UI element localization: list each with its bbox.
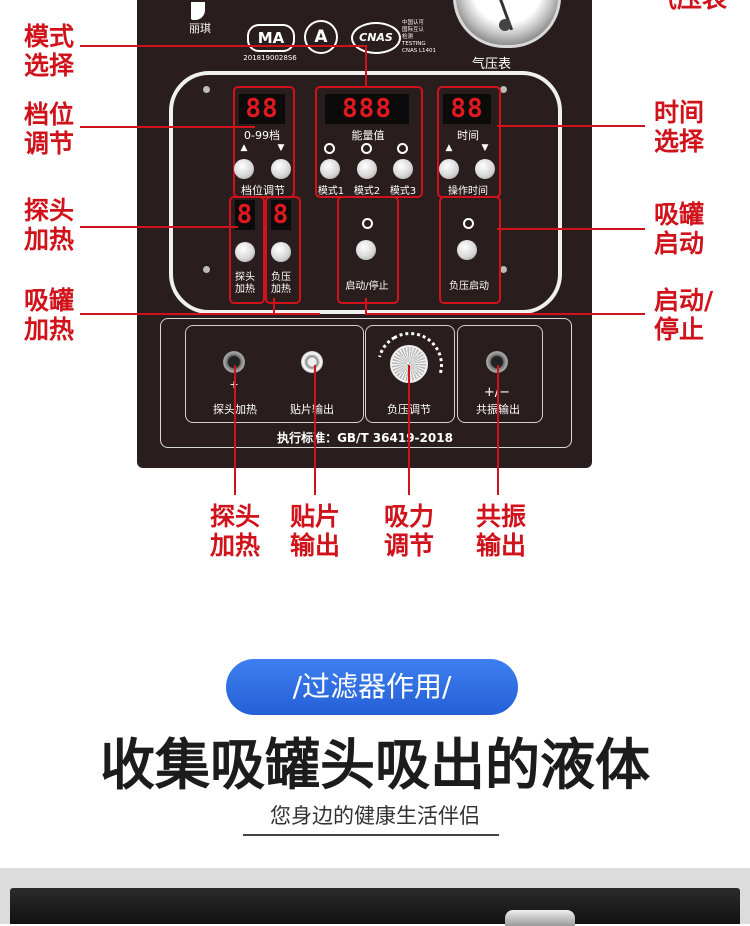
neg-heat-button[interactable] [271,242,291,262]
mode3-led [397,143,408,154]
output-box-left [185,325,364,423]
callout-can-start: 吸罐启动 [654,200,705,258]
mode1-led [324,143,335,154]
cert-ma-number: 2018190028S6 [243,54,297,62]
callout-bottom-reso: 共振输出 [475,502,526,560]
probe-heat-label: 探头加热 [235,272,255,295]
mode2-label: 模式2 [353,186,381,197]
pressure-gauge [453,0,561,48]
callout-bottom-suction: 吸力调节 [383,502,434,560]
neg-start-led [463,218,474,229]
gauge-label: 气压表 [472,57,512,72]
callout-mode-select: 模式选择 [24,22,75,80]
gear-down-button[interactable] [271,159,291,179]
neg-start-section [439,196,501,304]
time-up-button[interactable] [439,159,459,179]
neg-heat-label: 负压加热 [271,272,291,295]
neg-start-button[interactable] [457,240,477,260]
patch-output-label: 贴片输出 [290,403,334,416]
output-box-right [457,325,543,423]
neg-heat-section [265,196,301,304]
callout-probe-heat: 探头加热 [24,196,75,254]
resonance-output-port[interactable] [486,351,508,373]
mode1-button[interactable] [320,159,340,179]
energy-label: 能量值 [351,129,385,142]
cert-cnas-icon: CNAS [351,22,401,54]
mode3-label: 模式3 [389,186,417,197]
mode1-label: 模式1 [317,186,345,197]
start-stop-button[interactable] [356,240,376,260]
start-stop-led [362,218,373,229]
callout-bottom-patch: 贴片输出 [289,502,340,560]
plus-minus-label: +/− [481,385,513,400]
cert-ma-icon: MA [247,24,295,52]
patch-output-port[interactable] [301,351,323,373]
time-label: 时间 [457,129,479,142]
gear-adjust-label: 档位调节 [241,184,285,197]
op-time-label: 操作时间 [448,186,488,197]
mode2-led [361,143,372,154]
output-box-mid [365,325,455,423]
gear-display: 88 [239,94,285,124]
probe-display: 8 [235,200,255,230]
callout-bottom-probe: 探头加热 [209,502,260,560]
subtitle-underline [243,834,499,836]
callout-start-stop: 启动/停止 [654,286,714,344]
energy-display: 888 [325,94,409,124]
gear-up-button[interactable] [234,159,254,179]
start-stop-section [337,196,399,304]
callout-time-select: 时间选择 [654,98,705,156]
callout-can-heat: 吸罐加热 [24,286,75,344]
standard-label: 执行标准：GB/T 36419-2018 [277,431,453,445]
mode2-button[interactable] [357,159,377,179]
cert-ca-icon: A [304,20,338,54]
top-partial-label: 气压表 [652,0,727,13]
time-down-button[interactable] [475,159,495,179]
section-pill-text: /过滤器作用/ [292,670,452,703]
section-pill [226,659,518,715]
cert-testing-text: 中国认可 国际互认 检测 TESTING CNAS L1401 [402,20,437,54]
callout-gear-adjust: 档位调节 [24,100,75,158]
probe-heat-section [229,196,265,304]
probe-heat-port[interactable] [223,351,245,373]
probe-heat-button[interactable] [235,242,255,262]
time-display: 88 [443,94,491,124]
gear-range-label: 0-99档 [244,129,280,142]
neg-start-label: 负压启动 [449,281,489,292]
brand-logo: 丽琪 [185,2,225,35]
lower-frame [160,318,572,448]
neg-display: 8 [271,200,291,230]
mode3-button[interactable] [393,159,413,179]
start-stop-label: 启动/停止 [345,281,389,292]
section-subtitle: 您身边的健康生活伴侣 [270,804,480,828]
section-headline: 收集吸罐头吸出的液体 [99,733,650,797]
